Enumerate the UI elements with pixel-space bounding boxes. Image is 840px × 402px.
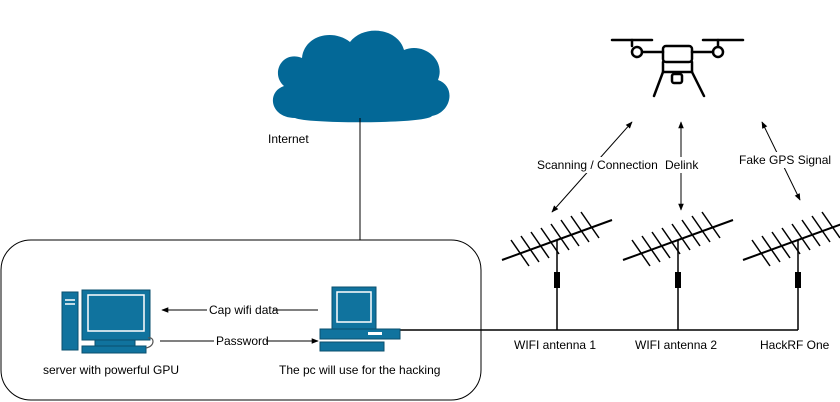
hackrf-one-label: HackRF One bbox=[760, 338, 830, 352]
wifi-antenna-1-label: WIFI antenna 1 bbox=[514, 338, 596, 352]
antenna-icon bbox=[622, 211, 734, 331]
cloud-icon bbox=[272, 30, 450, 123]
antenna-icon bbox=[501, 211, 613, 331]
delink-label: Delink bbox=[665, 158, 699, 172]
server-label: server with powerful GPU bbox=[43, 363, 179, 377]
password-label: Password bbox=[216, 334, 269, 348]
server-computer-icon bbox=[61, 289, 154, 354]
cap-wifi-data-label: Cap wifi data bbox=[209, 303, 279, 317]
internet-label: Internet bbox=[268, 132, 309, 146]
wifi-antenna-2-label: WIFI antenna 2 bbox=[635, 338, 717, 352]
drone-icon bbox=[610, 38, 745, 98]
hacking-pc-label: The pc will use for the hacking bbox=[279, 363, 440, 377]
local-network-box bbox=[0, 239, 482, 401]
fake-gps-signal-label: Fake GPS Signal bbox=[739, 153, 831, 167]
scanning-connection-label: Scanning / Connection bbox=[537, 158, 658, 172]
desktop-computer-icon bbox=[319, 286, 401, 352]
antenna-icon bbox=[742, 211, 840, 331]
